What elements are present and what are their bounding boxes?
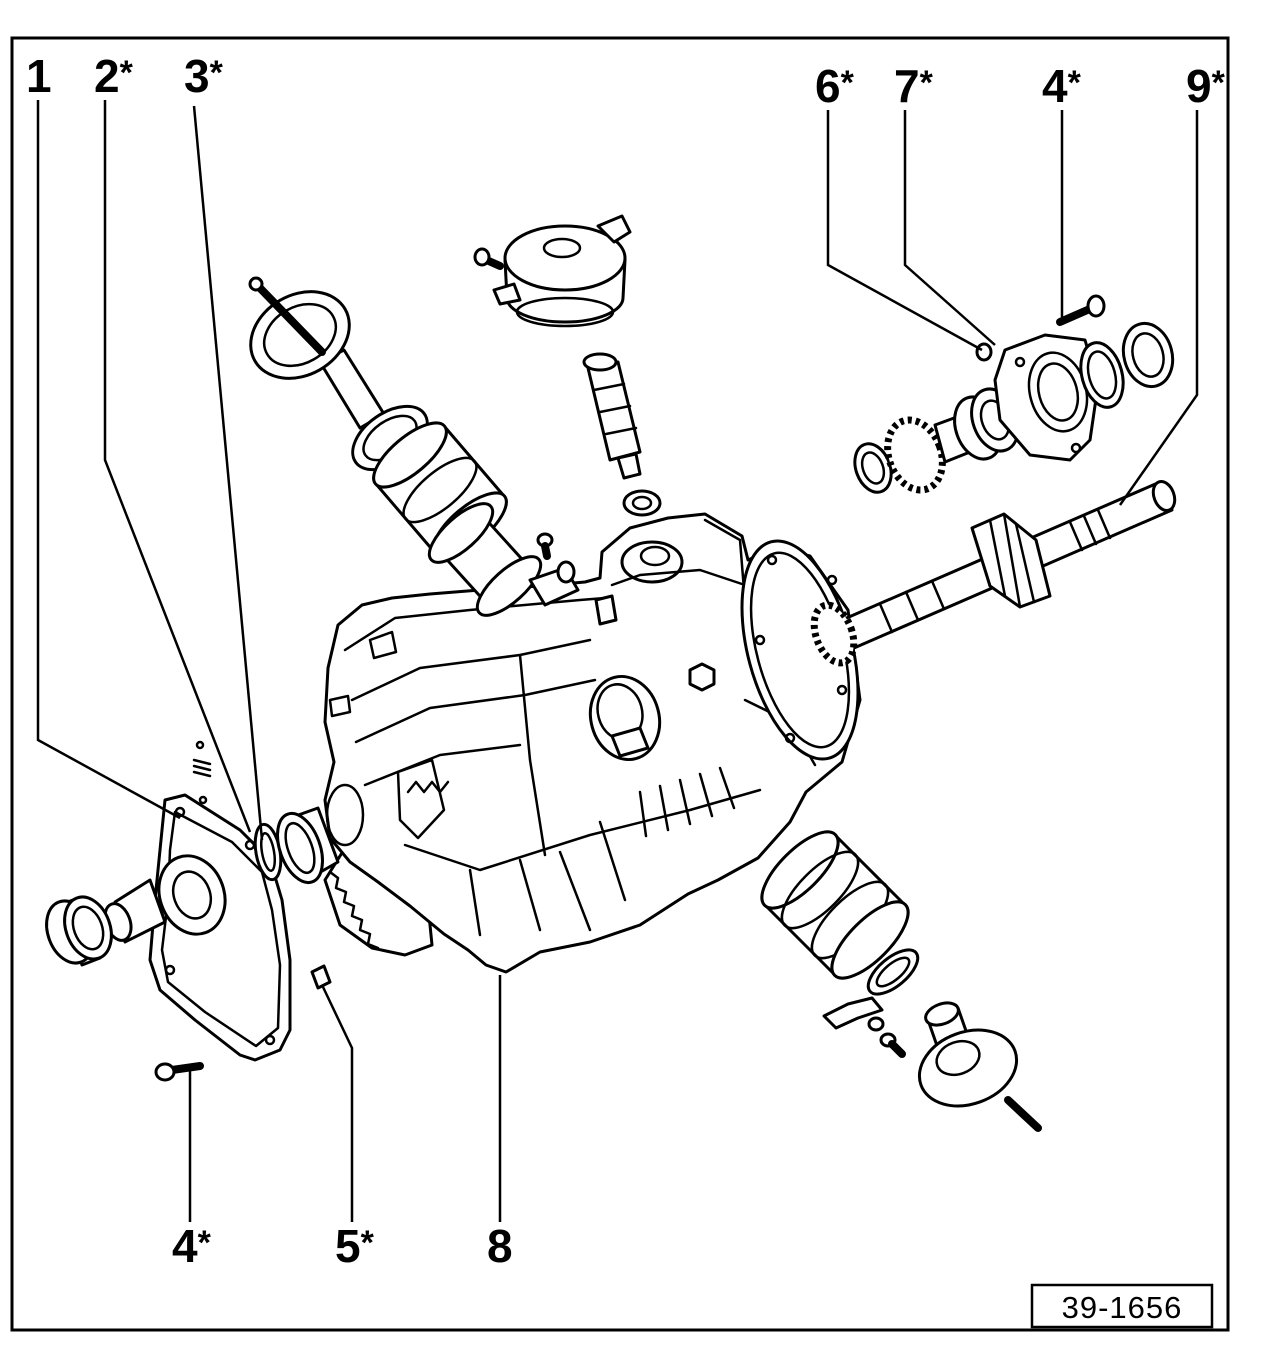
bearing-housing [993,333,1100,462]
callout-4-bottom: 4* [172,1070,212,1272]
callout-5: 5* [321,986,375,1272]
leader-line-6 [826,110,983,352]
callout-1: 1 [26,50,181,820]
bracket-bolt [879,1032,906,1058]
callout-label-2: 2* [94,50,134,102]
callout-label-5: 5* [335,1220,375,1272]
breather-fitting [528,560,580,607]
callout-label-8: 8 [487,1220,513,1272]
leader-line-2 [103,100,252,833]
shaft-seal [1121,321,1175,389]
side-bearing-cup [276,806,340,885]
dowel-pin [310,964,332,990]
gearbox-housing [323,512,862,974]
callout-2: 2* [94,50,252,833]
callout-8: 8 [487,975,513,1272]
callout-4-top: 4* [1042,60,1082,325]
pinion-shaft [810,479,1177,667]
cover-bolt [154,1062,204,1082]
callout-label-7: 7* [894,60,934,112]
callout-label-1: 1 [26,50,52,102]
lower-seal-ring [866,948,920,996]
callout-6: 6* [815,60,983,352]
top-cover [492,214,632,328]
housing-nut [975,342,993,362]
figure-number-box: 39-1656 [1030,1283,1214,1329]
side-seal-cup [45,895,113,967]
lower-drive-flange [917,1001,1042,1132]
callout-9: 9* [1118,60,1226,506]
leader-line-7 [903,110,996,346]
bearing-cup [1079,341,1125,409]
lower-bearing [760,830,910,980]
figure-number: 39-1656 [1062,1290,1183,1325]
upper-drive-flange [248,276,386,430]
spring-clip [192,740,212,805]
leader-line-5 [321,986,354,1222]
sensor-washer [622,489,662,517]
callout-7: 7* [894,60,996,346]
leader-line-9 [1118,110,1199,506]
upper-seal-ring [427,502,543,617]
callout-3: 3* [184,50,264,841]
retaining-bracket [822,996,885,1032]
leader-line-3 [192,105,264,841]
callout-label-4-bottom: 4* [172,1220,212,1272]
callout-label-4-top: 4* [1042,60,1082,112]
top-cover-bolt [473,247,504,270]
small-screw [536,532,554,560]
callout-label-3: 3* [184,50,224,102]
side-output-flange [103,854,227,944]
leader-line-1 [36,100,181,820]
sensor-plug [582,352,642,480]
callout-label-6: 6* [815,60,855,112]
callout-label-9: 9* [1186,60,1226,112]
diagram-frame [10,36,1230,1332]
housing-bolt [1056,294,1106,326]
